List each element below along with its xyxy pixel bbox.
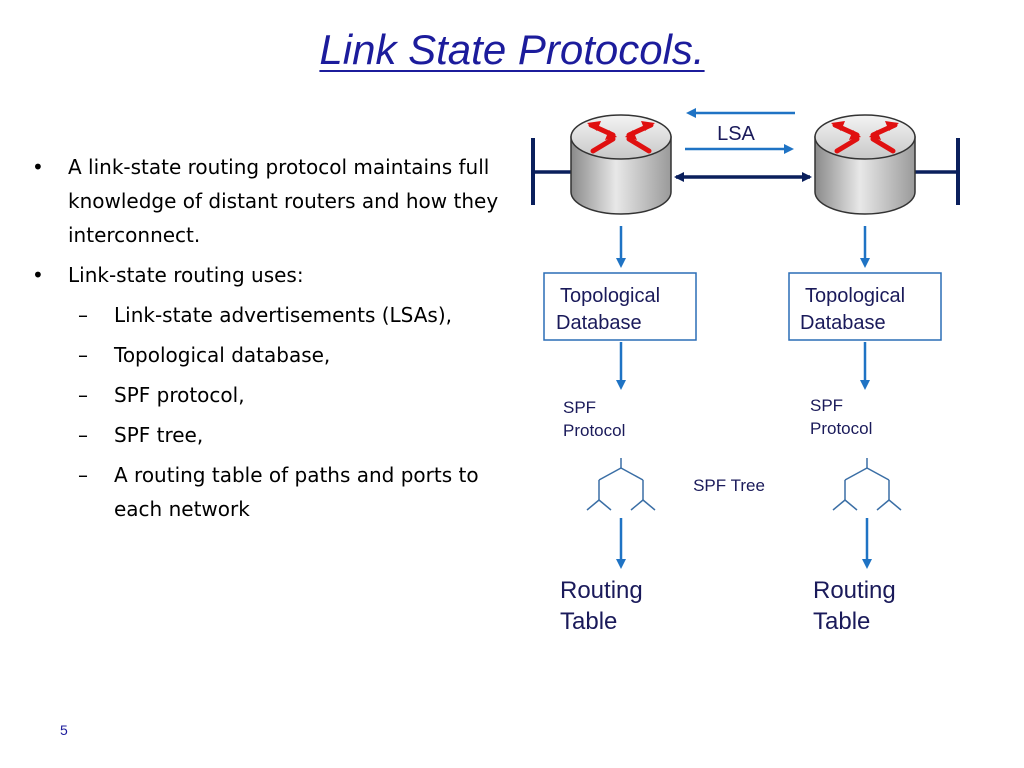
right-spf-line2: Protocol — [810, 419, 872, 438]
bullet-text: A routing table of paths and ports to ea… — [114, 463, 479, 521]
bullet-text: Topological database, — [114, 343, 331, 367]
bullet-text: SPF tree, — [114, 423, 204, 447]
right-topological-database-box — [788, 272, 942, 341]
right-db-line1: Topological — [805, 285, 905, 307]
bullet-item: – SPF tree, — [30, 418, 500, 452]
router-icon — [815, 115, 915, 214]
bullet-item: – SPF protocol, — [30, 378, 500, 412]
bullet-text: Link-state advertisements (LSAs), — [114, 303, 452, 327]
bullet-marker: • — [32, 155, 44, 179]
bullet-text: SPF protocol, — [114, 383, 245, 407]
bullet-marker: – — [78, 423, 88, 447]
left-routing-table-line2: Table — [560, 608, 617, 635]
tree-icon — [832, 457, 902, 511]
left-spf-line2: Protocol — [563, 421, 625, 440]
right-db-line2: Database — [800, 312, 886, 334]
bullet-marker: • — [32, 263, 44, 287]
left-db-line1: Topological — [560, 285, 660, 307]
bullet-marker: – — [78, 343, 88, 367]
left-db-line2: Database — [556, 312, 642, 334]
bullet-item: – Topological database, — [30, 338, 500, 372]
right-routing-table-line1: Routing — [813, 577, 896, 604]
router-icon — [571, 115, 671, 214]
bullet-item: – A routing table of paths and ports to e… — [30, 458, 500, 526]
right-routing-table-line2: Table — [813, 608, 870, 635]
left-routing-table-line1: Routing — [560, 577, 643, 604]
bullet-marker: – — [78, 383, 88, 407]
bullet-marker: – — [78, 463, 88, 487]
lsa-label: LSA — [717, 123, 755, 145]
spf-tree-label: SPF Tree — [693, 476, 765, 495]
bullet-item: – Link-state advertisements (LSAs), — [30, 298, 500, 332]
tree-icon — [586, 457, 656, 511]
bullet-marker: – — [78, 303, 88, 327]
bullet-item: • Link-state routing uses: — [30, 258, 500, 292]
left-topological-database-box — [543, 272, 697, 341]
bullet-text: Link-state routing uses: — [68, 263, 304, 287]
bullet-text: A link-state routing protocol maintains … — [68, 155, 499, 247]
bullet-item: • A link-state routing protocol maintains… — [30, 150, 500, 252]
bullet-list: • A link-state routing protocol maintains… — [30, 150, 500, 532]
page-title: Link State Protocols. — [319, 26, 705, 73]
page-number: 5 — [60, 722, 68, 738]
right-spf-line1: SPF — [810, 396, 843, 415]
left-spf-line1: SPF — [563, 398, 596, 417]
